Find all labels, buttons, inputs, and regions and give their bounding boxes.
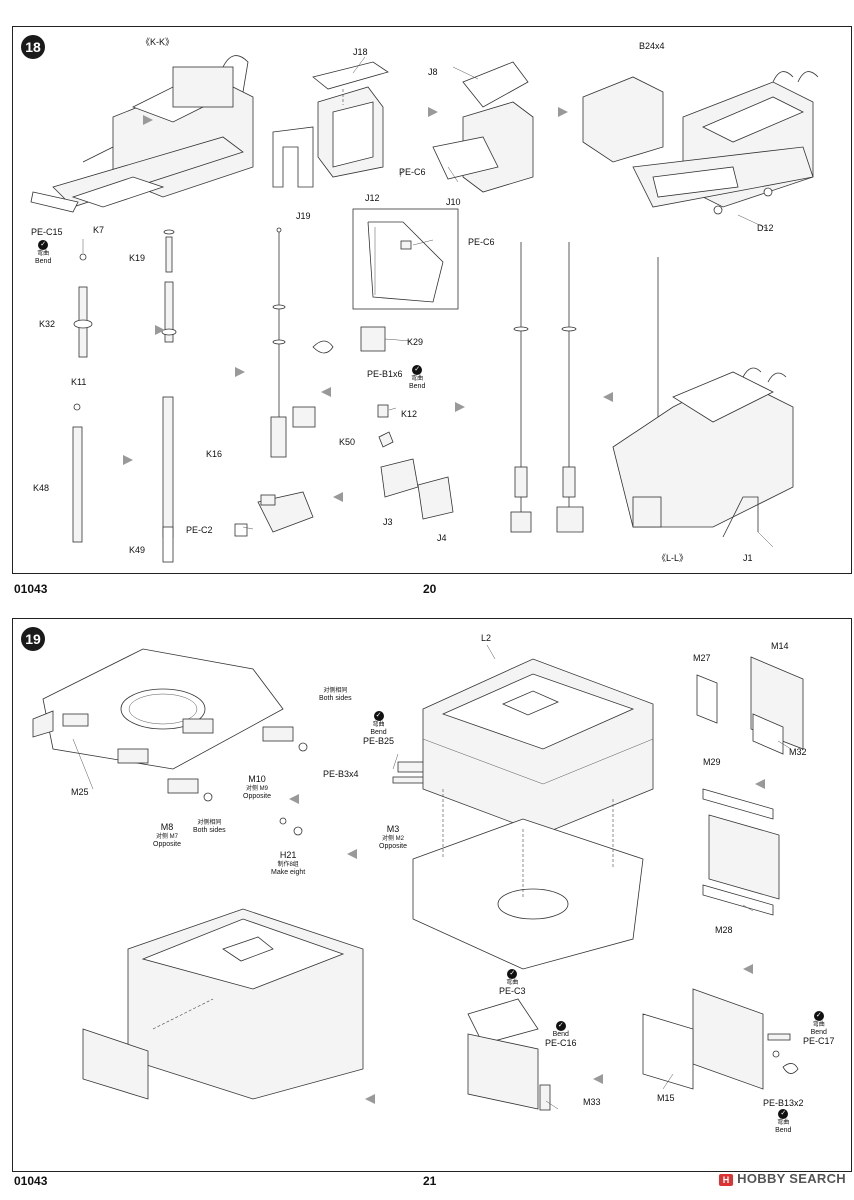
pe-c15-bend-note: ✓ 弯曲 Bend (35, 240, 52, 265)
step-19-drawings (32, 644, 804, 1111)
antenna-k-drawing (72, 229, 177, 563)
antenna-pair-drawing (510, 242, 584, 533)
hobby-search-logo-icon: H (719, 1173, 734, 1186)
bend-check-icon: ✓ (373, 711, 384, 721)
bend-check-icon: ✓ (555, 1021, 566, 1031)
assembled-rear-drawing (582, 71, 819, 215)
l2-hull-drawing (412, 658, 654, 970)
j10-label: J10 (446, 197, 461, 207)
pe-c15-label: PE-C15 (31, 227, 63, 237)
m28-label: M28 (715, 925, 733, 935)
page-number-left: 20 (423, 582, 437, 596)
pe-c6-label-a: PE-C6 (399, 167, 426, 177)
k19-label: K19 (129, 253, 146, 263)
pe-c3-note: ✓ 弯曲 PE-C3 (499, 969, 526, 996)
ll-assembly-drawing (612, 257, 794, 538)
m15-box-drawing (642, 988, 799, 1090)
pe-c17-note: ✓ 弯曲 Bend PE-C17 (803, 1011, 835, 1046)
m32-label: M32 (789, 747, 807, 757)
antenna-mast-drawing (234, 227, 316, 537)
pe-c16-note: ✓ Bend PE-C16 (545, 1021, 577, 1048)
bend-check-icon: ✓ (412, 365, 423, 375)
bend-check-icon: ✓ (778, 1109, 789, 1119)
assembled-hull-drawing (82, 908, 364, 1100)
step-18-drawings (30, 55, 819, 563)
j18-label: J18 (353, 47, 368, 57)
progress-arrows (123, 107, 613, 502)
k11-label: K11 (71, 377, 87, 387)
m33-stowage-drawing (467, 998, 551, 1111)
j-box-drawing-1 (272, 61, 389, 188)
kk-view-label: 《K-K》 (141, 37, 175, 47)
catalog-code-right: 01043 (14, 1174, 48, 1188)
j-box-drawing-2 (432, 61, 534, 193)
pe-b1-label: PE-B1x6 (367, 369, 403, 379)
m15-label: M15 (657, 1093, 675, 1103)
leader-lines (82, 56, 774, 548)
pe-b1-bend-note: ✓ 弯曲 Bend (409, 365, 426, 390)
j1-label: J1 (743, 553, 753, 563)
m3-note: M3 对侧 M2 Opposite (379, 824, 408, 851)
m25-plate-drawing (32, 648, 284, 770)
m8-both-sides-note: 对侧相同 Both sides (193, 820, 226, 834)
j4-label: J4 (437, 533, 447, 543)
bend-check-icon: ✓ (813, 1011, 824, 1021)
progress-arrows (289, 779, 765, 1104)
m8-note: M8 对侧 M7 Opposite (153, 822, 182, 849)
j19-label: J19 (296, 211, 311, 221)
bend-check-icon: ✓ (38, 240, 49, 250)
m-brackets-drawing (167, 726, 434, 836)
bend-check-icon: ✓ (507, 969, 518, 979)
pe-b13-note: PE-B13x2 ✓ 弯曲 Bend (763, 1098, 804, 1135)
m29-label: M29 (703, 757, 721, 767)
catalog-code-left: 01043 (14, 582, 48, 596)
m14-panel-drawing (696, 656, 804, 916)
pe-c6-detail-inset (352, 208, 459, 310)
k29-label: K29 (407, 337, 424, 347)
kk-assembly-drawing (30, 55, 254, 213)
step-number-badge: 19 (21, 627, 45, 651)
k12-label: K12 (401, 409, 418, 419)
ll-view-label: 《L-L》 (657, 553, 689, 563)
pe-c6-detail-drawing (367, 221, 444, 303)
m33-label: M33 (583, 1097, 601, 1107)
l2-label: L2 (481, 633, 492, 643)
m27-label: M27 (693, 653, 711, 663)
k7-label: K7 (93, 225, 105, 235)
d12-label: D12 (757, 223, 774, 233)
m10-note: M10 对侧 M9 Opposite (243, 774, 272, 801)
k48-label: K48 (33, 483, 50, 493)
step-19-panel: 19 (12, 618, 852, 1172)
m14-label: M14 (771, 641, 789, 651)
j3-label: J3 (383, 517, 393, 527)
pe-c6-label-b: PE-C6 (468, 237, 495, 247)
step-number-badge: 18 (21, 35, 45, 59)
m25-label: M25 (71, 787, 89, 797)
j12-label: J12 (365, 193, 380, 203)
h21-note: H21 制作8组 Make eight (271, 850, 306, 877)
leader-lines (72, 644, 792, 1110)
k49-label: K49 (129, 545, 146, 555)
j8-label: J8 (428, 67, 438, 77)
both-sides-top-note: 对侧相同 Both sides (319, 688, 352, 702)
pe-b3-label: PE-B3x4 (323, 769, 359, 779)
k32-label: K32 (39, 319, 56, 329)
pe-b25-note: ✓ 弯曲 Bend PE-B25 (363, 711, 395, 746)
step-18-panel: 18 (12, 26, 852, 574)
b24-label: B24x4 (639, 41, 665, 51)
pe-c2-label: PE-C2 (186, 525, 213, 535)
page-number-right: 21 (423, 1174, 437, 1188)
k50-label: K50 (339, 437, 356, 447)
bracket-parts-drawing (312, 326, 454, 520)
k16-label: K16 (206, 449, 223, 459)
